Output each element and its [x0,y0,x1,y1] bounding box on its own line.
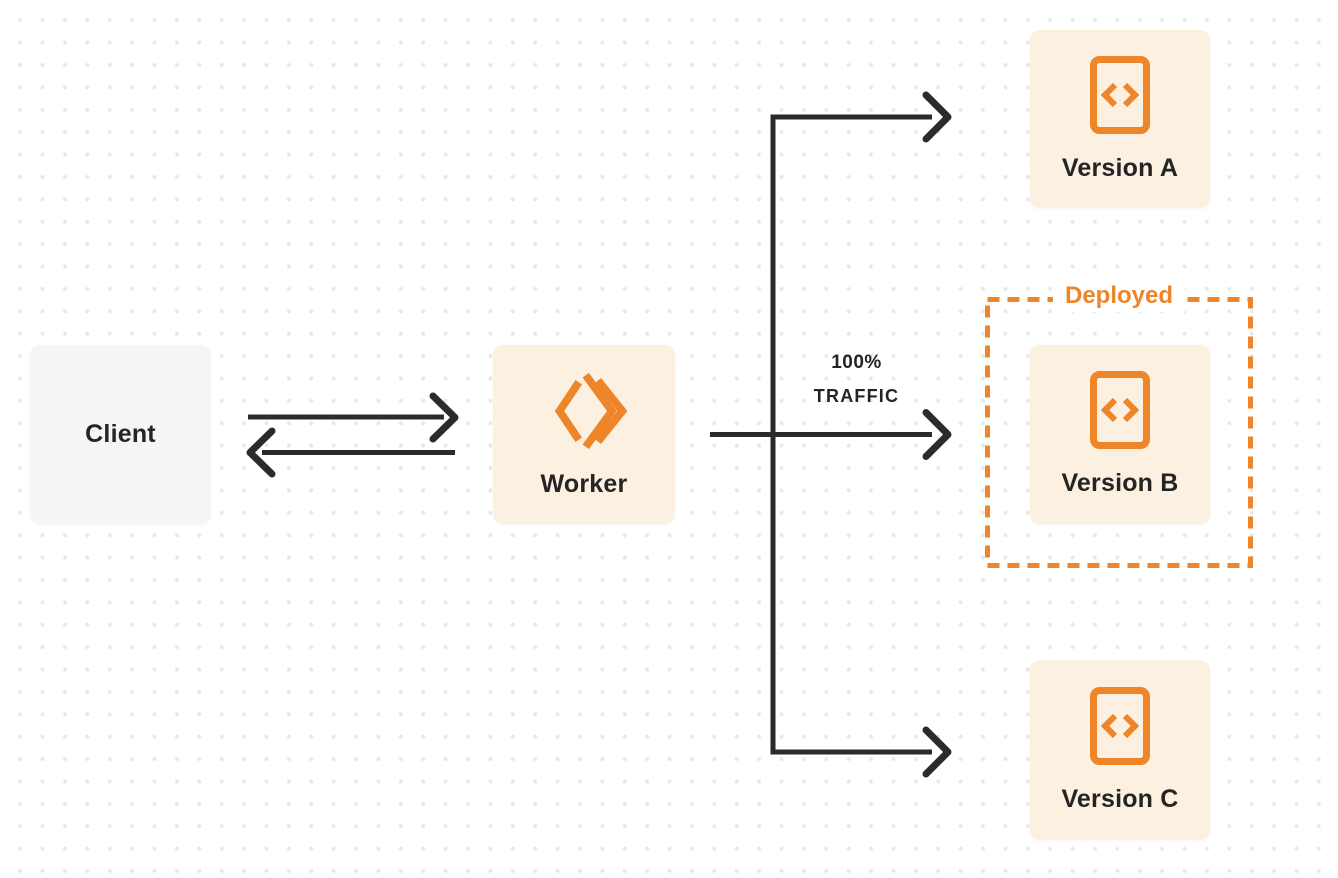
deployed-container: Deployed Version B [985,280,1253,568]
worker-label: Worker [540,470,628,498]
arrow-to-version-c [922,726,952,778]
code-file-icon [1090,686,1150,765]
node-version-a: Version A [1030,30,1210,208]
code-file-icon [1090,55,1150,134]
node-client: Client [30,345,211,524]
version-a-label: Version A [1061,153,1179,182]
code-file-icon [1090,371,1150,449]
branch-trunk [770,114,932,755]
traffic-word: TRAFFIC [813,386,900,406]
node-worker: Worker [493,345,675,524]
client-to-worker-arrow [248,392,459,443]
arrow-to-version-a [922,91,952,143]
node-version-b: Version B [1030,345,1210,524]
version-b-label: Version B [1061,469,1179,497]
traffic-annotation: 100% TRAFFIC [789,352,924,407]
node-version-c: Version C [1030,660,1210,840]
cloudflare-workers-logo-icon [554,372,628,450]
version-c-label: Version C [1061,784,1179,813]
arrow-to-version-b [710,409,952,460]
deployed-label: Deployed [1052,280,1186,312]
client-label: Client [85,420,156,448]
worker-to-client-arrow [246,427,455,478]
traffic-percent: 100% [831,352,882,373]
